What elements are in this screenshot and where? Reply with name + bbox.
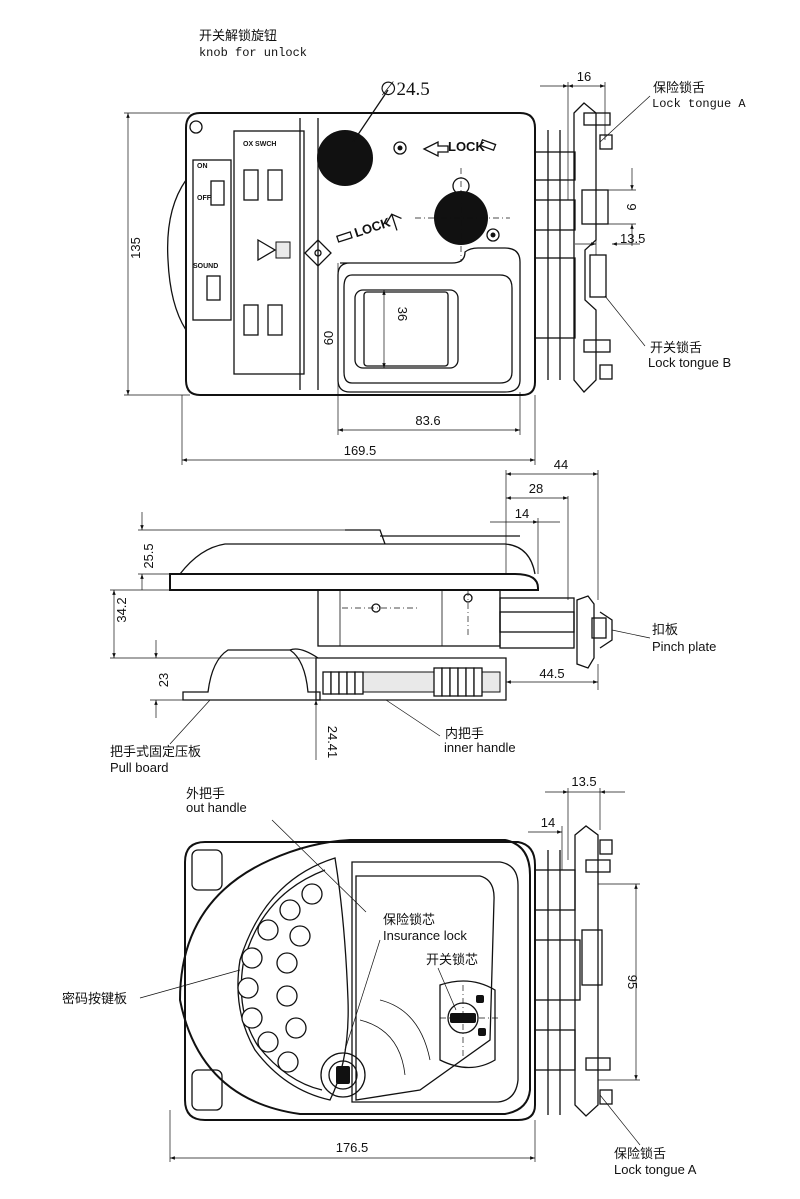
inner-handle: [315, 657, 507, 701]
lock-tongue-b: [589, 254, 607, 298]
front-tongue-label-cn: 保险锁舌: [614, 1146, 666, 1161]
top-corner-hole: [189, 120, 203, 134]
out-label-cn: 外把手: [186, 786, 225, 801]
inner-label-cn: 内把手: [445, 726, 484, 741]
svg-text:ON: ON: [197, 163, 208, 170]
dim-24-41: 24.41: [325, 726, 340, 759]
svg-text:OX SWCH: OX SWCH: [243, 141, 276, 148]
dim-60: 60: [321, 331, 336, 345]
side-view: 25.5 34.2 23 24.41 44 28 14 44.5 扣板 Pinc…: [110, 457, 716, 775]
dim-23: 23: [156, 673, 171, 687]
front-tongue-label-en: Lock tongue A: [614, 1162, 697, 1177]
dim-169-5: 169.5: [344, 443, 377, 458]
tongue-b-label-cn: 开关锁舌: [650, 340, 702, 355]
top-switch-panel: [192, 159, 232, 321]
lock-tongue-a-plate: [573, 102, 597, 393]
dim-44-5: 44.5: [539, 666, 564, 681]
inner-label-en: inner handle: [444, 740, 516, 755]
insurance-lock: [320, 1052, 366, 1098]
lock-mark-b: LOCK: [352, 214, 392, 240]
top-body-outline: [185, 112, 536, 396]
top-label-panel: [233, 130, 305, 375]
top-handle-recess: [337, 247, 521, 393]
top-knob: [317, 130, 373, 186]
dim-135: 135: [128, 237, 143, 259]
dim-13-5-front: 13.5: [571, 774, 596, 789]
top-view: OX SWCH ON OFF SOUND LOCK LOCK: [124, 28, 746, 465]
dim-25-5: 25.5: [141, 543, 156, 568]
top-left-arc: [166, 179, 187, 331]
keypad-keys: [237, 883, 323, 1073]
dim-16: 16: [577, 69, 591, 84]
tongue-a-label-en: Lock tongue A: [652, 97, 746, 111]
dim-34-2: 34.2: [114, 597, 129, 622]
dim-14-front: 14: [541, 815, 555, 830]
dim-83-6: 83.6: [415, 413, 440, 428]
tongue-a-label-cn: 保险锁舌: [653, 80, 705, 95]
pull-label-cn: 把手式固定压板: [110, 744, 201, 759]
keypad-board: [237, 857, 349, 1101]
knob-leader: [352, 89, 389, 143]
switch-label-cn: 开关锁芯: [426, 952, 478, 967]
svg-text:SOUND: SOUND: [193, 263, 218, 270]
dim-44: 44: [554, 457, 568, 472]
dim-28: 28: [529, 481, 543, 496]
lock-mark-a: LOCK: [448, 139, 485, 154]
out-handle-body: [178, 839, 531, 1115]
keypad-label-cn: 密码按键板: [62, 991, 127, 1006]
dim-36: 36: [395, 307, 410, 321]
pinch-plate: [576, 595, 595, 669]
knob-label-en: knob for unlock: [199, 46, 307, 60]
front-base-plate: [184, 841, 536, 1121]
dim-knob-dia: ∅24.5: [380, 79, 430, 100]
out-label-en: out handle: [186, 800, 247, 815]
svg-text:OFF: OFF: [197, 195, 212, 202]
side-body: [317, 589, 501, 647]
side-top-plate: [169, 573, 539, 591]
ins-label-en: Insurance lock: [383, 928, 467, 943]
knob-label-cn: 开关解锁旋钮: [199, 28, 277, 43]
gear-teeth: [322, 667, 483, 697]
front-view: 13.5 14 95 176.5 外把手 out handle 保险锁芯 Ins…: [62, 774, 697, 1177]
pull-label-en: Pull board: [110, 760, 169, 775]
front-tongue-plate: [574, 825, 599, 1117]
pull-board: [182, 649, 321, 701]
dim-9: 9: [624, 203, 639, 210]
dim-13-5-top: 13.5: [620, 231, 645, 246]
top-knob-2: [434, 191, 488, 245]
dim-14-side: 14: [515, 506, 529, 521]
dim-95: 95: [625, 975, 640, 989]
pinch-label-en: Pinch plate: [652, 639, 716, 654]
tongue-b-label-en: Lock tongue B: [648, 355, 731, 370]
pinch-label-cn: 扣板: [652, 622, 678, 637]
ins-label-cn: 保险锁芯: [383, 912, 435, 927]
dim-176-5: 176.5: [336, 1140, 369, 1155]
